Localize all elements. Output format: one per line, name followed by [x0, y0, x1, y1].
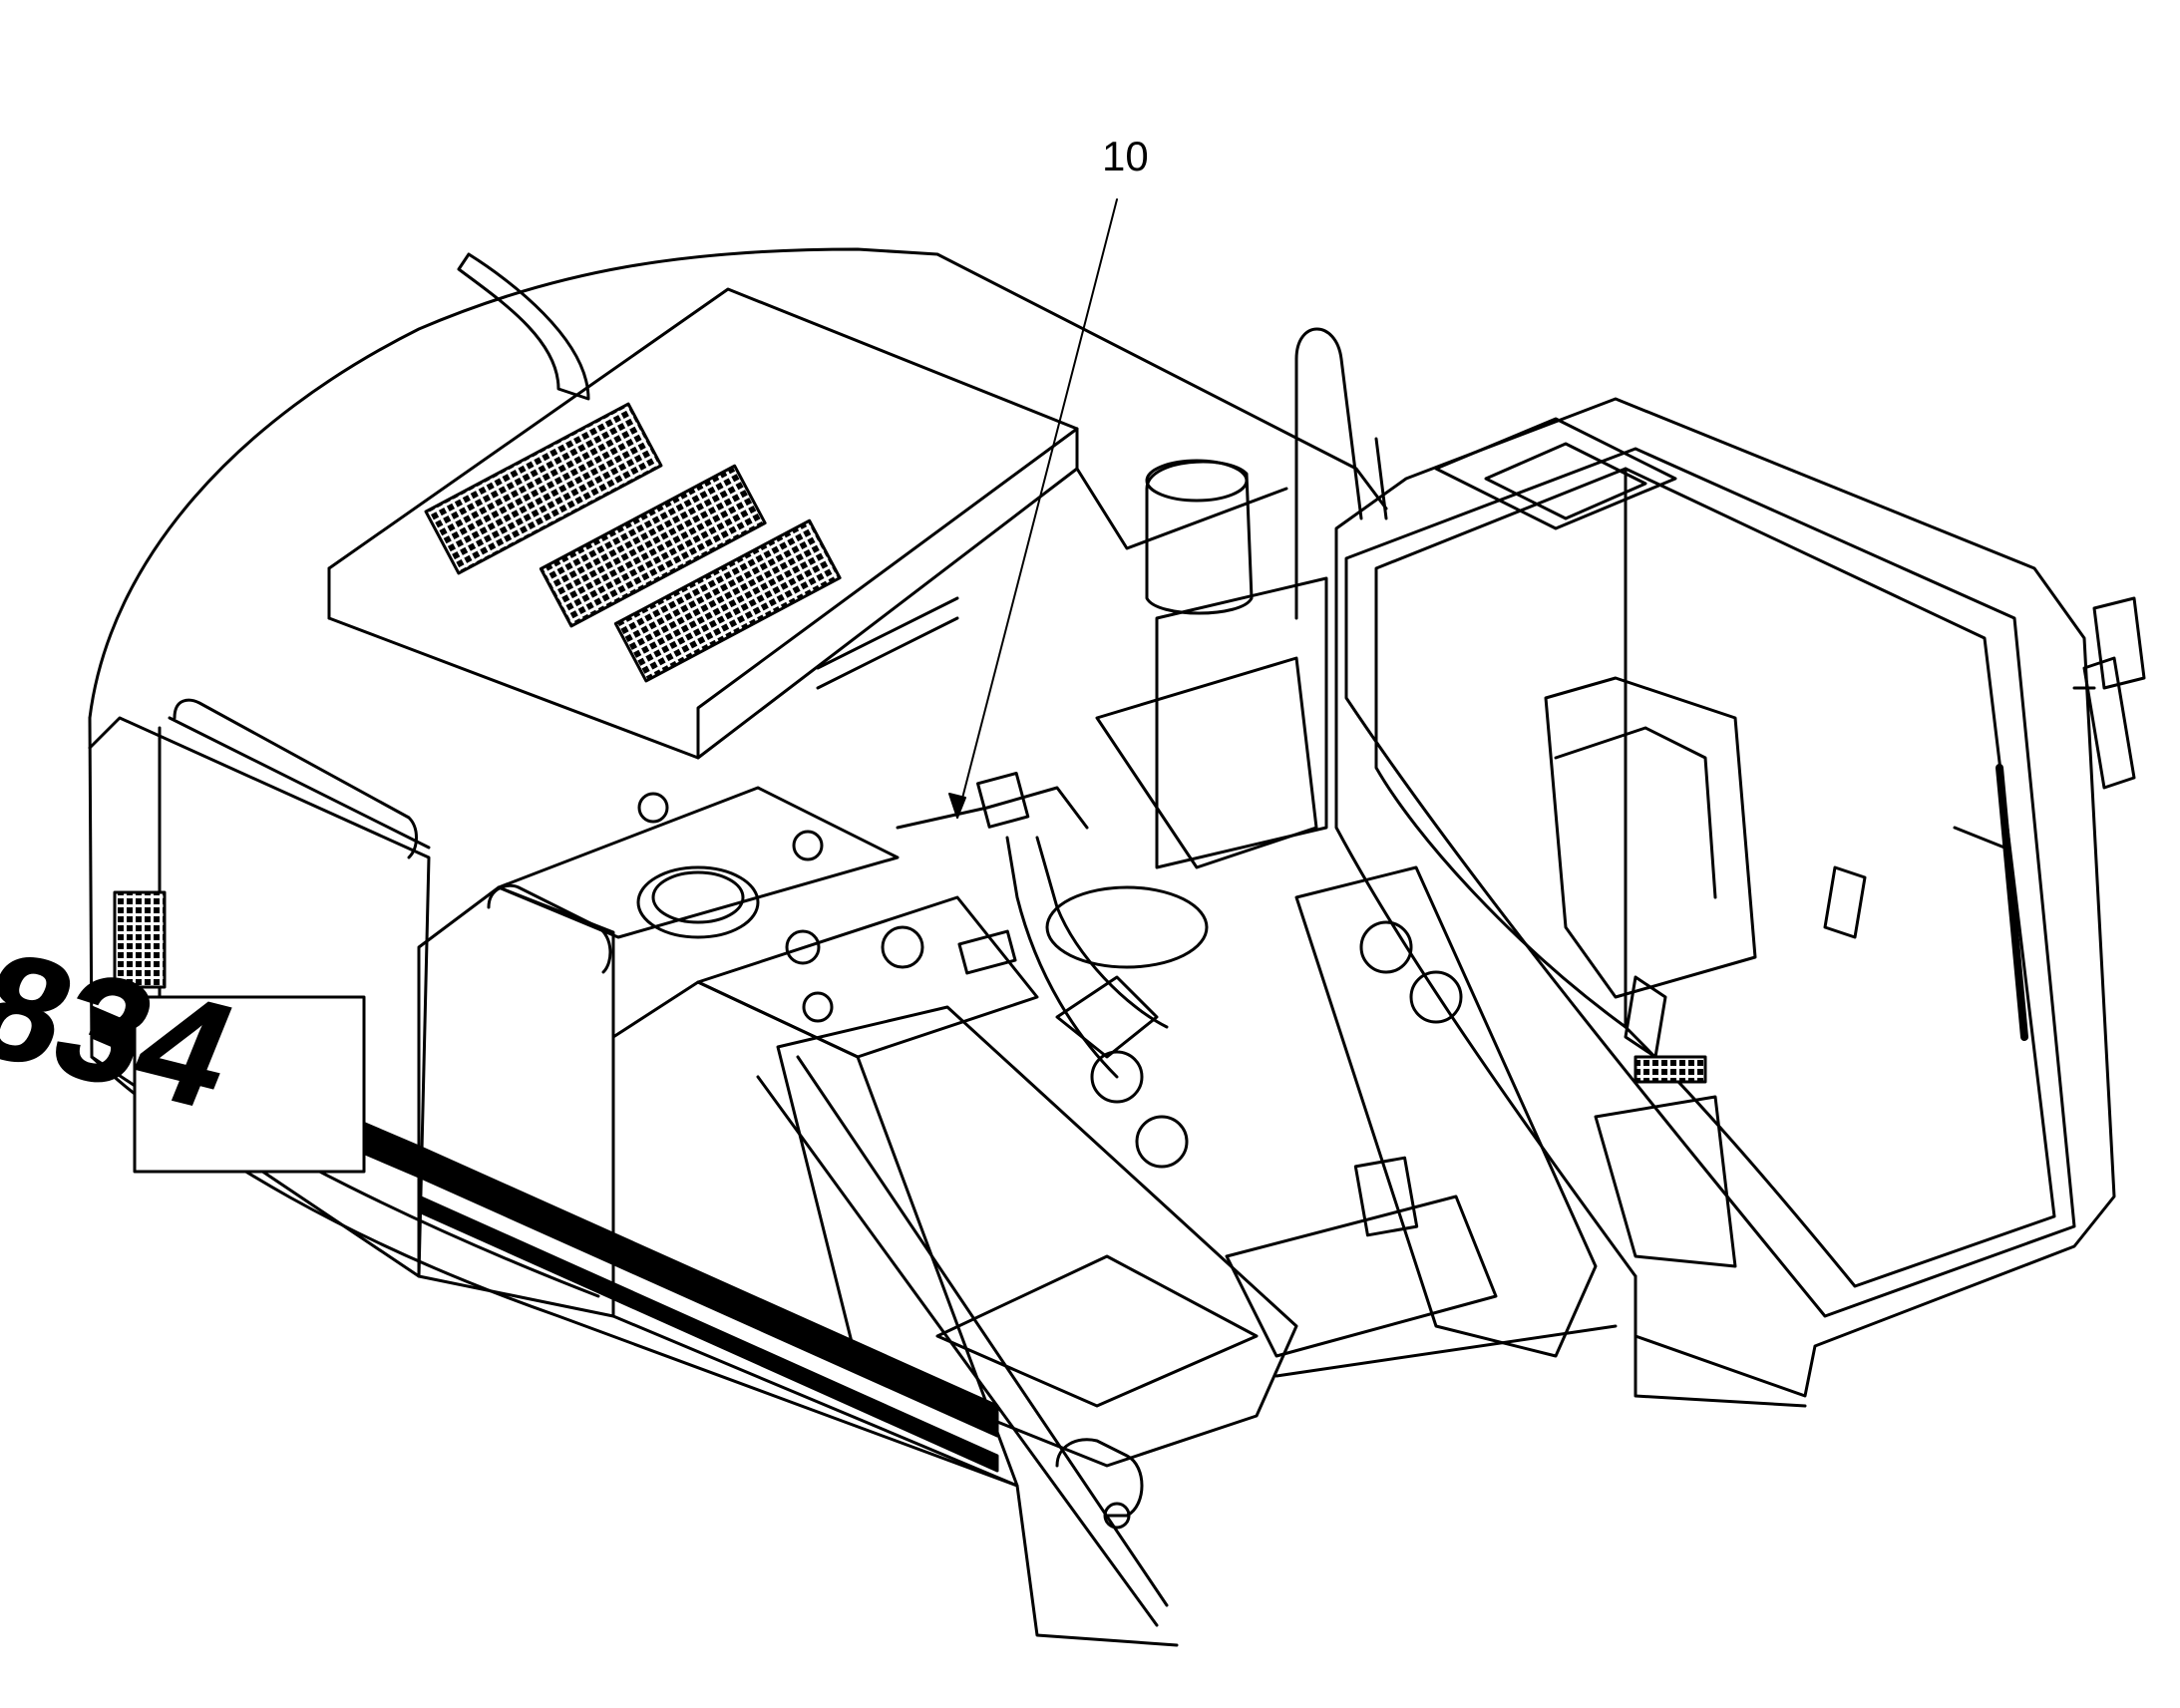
cap-small-2 — [792, 830, 824, 861]
boom-foot — [1095, 656, 1318, 869]
callout-label-10: 10 — [1102, 133, 1149, 179]
cab-front-window — [1624, 467, 2056, 1288]
upper-structure-outline — [88, 247, 1388, 720]
wiper-blade — [1996, 764, 2028, 1041]
joystick-right — [1823, 865, 1867, 939]
hood-vent-grille-1 — [424, 402, 663, 575]
cab-side-window — [1594, 1095, 1737, 1268]
tool-box — [776, 1005, 1298, 1468]
side-mirror — [2092, 596, 2146, 690]
model-badge-background — [133, 995, 366, 1174]
hydraulic-tank — [696, 895, 1039, 1059]
boom-plate — [1353, 1156, 1419, 1237]
hood-vent-grille-3 — [613, 518, 842, 683]
cap-small-1 — [637, 792, 669, 824]
grab-handle-rear — [173, 698, 418, 859]
decal-stripe-lower — [417, 1195, 999, 1473]
cap-small-5 — [802, 991, 834, 1023]
fuel-tank-top — [497, 786, 900, 939]
cab-door-window — [1374, 467, 1628, 1029]
cap-small-3 — [785, 929, 821, 965]
callout-target-component — [976, 772, 1030, 829]
cab-control-panel — [1634, 1055, 1707, 1084]
cap-small-4 — [881, 925, 924, 969]
exhaust-pipe — [457, 252, 590, 401]
hood-vent-grille-2 — [539, 464, 767, 628]
rear-vent-grille — [113, 890, 167, 989]
side-door-2 — [611, 980, 1019, 1488]
hose-coil — [1045, 885, 1209, 969]
cab-roof-hatch — [1434, 417, 1677, 530]
operator-cab — [1334, 397, 2116, 1398]
callout-leader-line — [956, 198, 1118, 819]
grab-handle-door — [487, 883, 612, 974]
handrail-vertical — [1294, 327, 1363, 520]
boom-bracket — [1294, 865, 1598, 1358]
rear-left-panel — [88, 716, 431, 1278]
tool-box-handle — [1055, 1438, 1144, 1518]
fuel-filler-cap — [636, 865, 760, 939]
operator-seat — [1544, 676, 1757, 999]
air-cleaner — [1145, 460, 1254, 615]
callout-arrowhead — [948, 793, 966, 819]
